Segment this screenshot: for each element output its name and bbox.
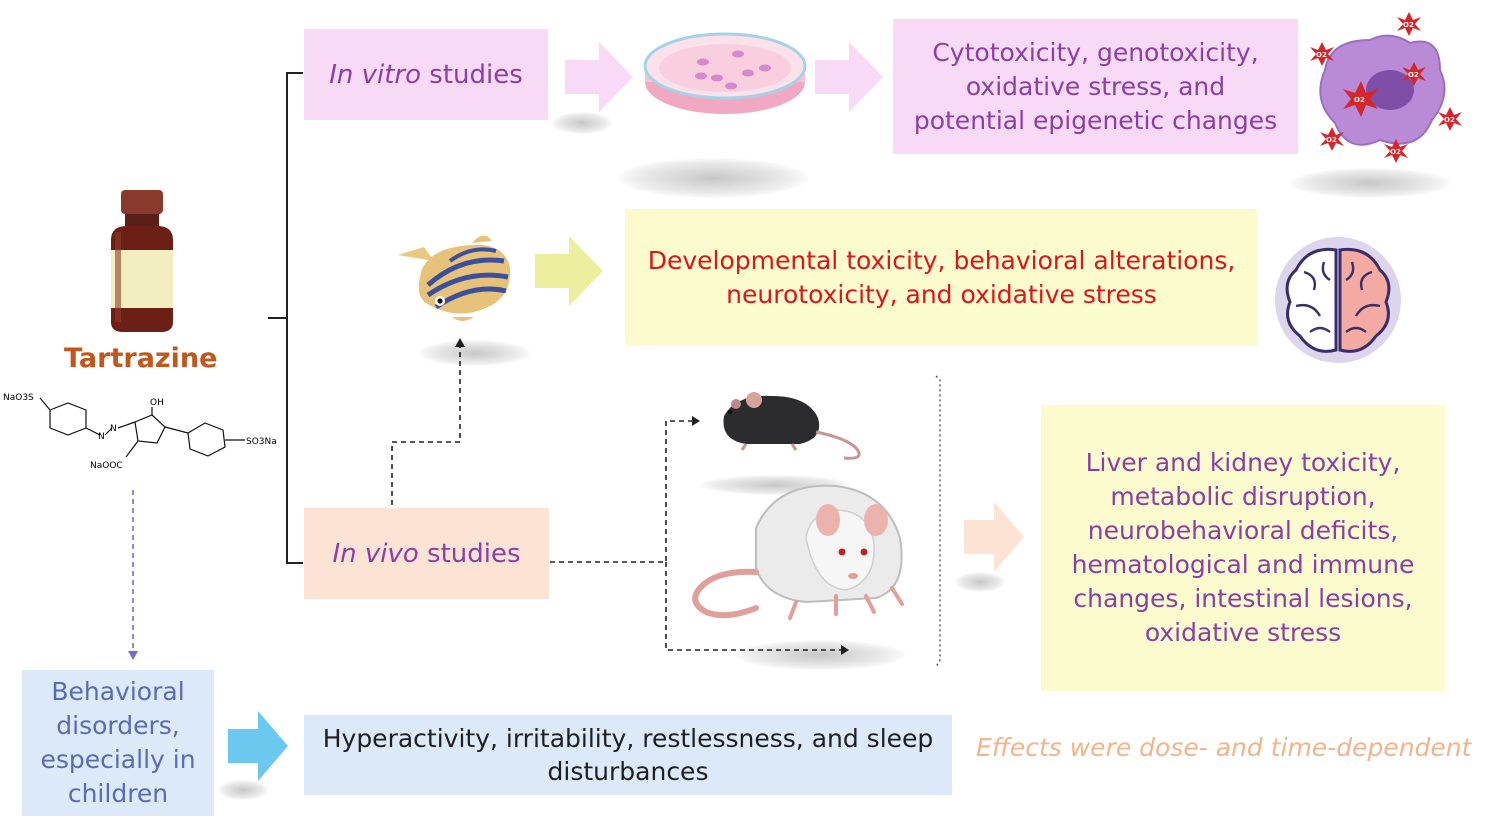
children-label: Behavioral disorders, especially in chil… — [40, 677, 196, 808]
zebrafish-effects-box: Developmental toxicity, behavioral alter… — [625, 209, 1258, 346]
o2-label-1: O2 — [1354, 96, 1365, 104]
children-box: Behavioral disorders, especially in chil… — [22, 670, 214, 816]
chem-n2: N — [110, 424, 117, 434]
in-vivo-effects: Liver and kidney toxicity, metabolic dis… — [1071, 448, 1415, 647]
arrow-right-icon — [228, 711, 288, 781]
chemical-structure-icon: NaO3S N N OH SO3Na NaOOC — [3, 393, 277, 471]
tartrazine-label: Tartrazine — [64, 343, 218, 374]
o2-label-7: O2 — [1316, 51, 1327, 59]
chem-so3na: SO3Na — [246, 437, 277, 447]
arrow-right-icon — [964, 502, 1024, 572]
in-vivo-effects-box: Liver and kidney toxicity, metabolic dis… — [1041, 405, 1445, 691]
arrow-right-icon — [815, 42, 883, 112]
o2-label-5: O2 — [1326, 136, 1337, 144]
rat-icon — [692, 484, 904, 620]
o2-label-2: O2 — [1408, 71, 1419, 79]
zebrafish-effects: Developmental toxicity, behavioral alter… — [647, 245, 1236, 309]
in-vitro-rest: studies — [421, 59, 523, 90]
in-vivo-box: In vivo studies — [304, 508, 549, 599]
in-vitro-effects-box: Cytotoxicity, genotoxicity, oxidative st… — [893, 19, 1298, 154]
arrow-right-icon — [535, 236, 603, 306]
bottle-icon — [111, 190, 173, 332]
in-vitro-effects: Cytotoxicity, genotoxicity, oxidative st… — [913, 37, 1278, 135]
zebrafish-icon — [398, 235, 511, 321]
in-vivo-rest: studies — [418, 538, 521, 569]
mouse-icon — [723, 392, 861, 460]
in-vivo-italic: In vivo — [332, 538, 419, 569]
chem-n1: N — [98, 432, 105, 442]
stressed-cell-icon: O2 O2 O2 O2 O2 O2 O2 — [1310, 12, 1462, 163]
children-effects: Hyperactivity, irritability, restlessnes… — [322, 724, 934, 786]
o2-label-4: O2 — [1444, 116, 1455, 124]
children-effects-box: Hyperactivity, irritability, restlessnes… — [304, 715, 952, 795]
brain-icon — [1275, 237, 1401, 363]
arrow-right-icon — [565, 42, 633, 112]
chem-naso3-left: NaO3S — [3, 393, 34, 403]
chem-naooc: NaOOC — [90, 461, 123, 471]
in-vitro-box: In vitro studies — [304, 29, 548, 120]
in-vitro-italic: In vitro — [329, 59, 422, 90]
petri-dish-icon — [643, 32, 807, 114]
o2-label-3: O2 — [1403, 21, 1414, 29]
dose-time-note: Effects were dose- and time-dependent — [976, 733, 1472, 762]
o2-label-6: O2 — [1390, 148, 1401, 156]
chem-oh: OH — [150, 398, 164, 408]
